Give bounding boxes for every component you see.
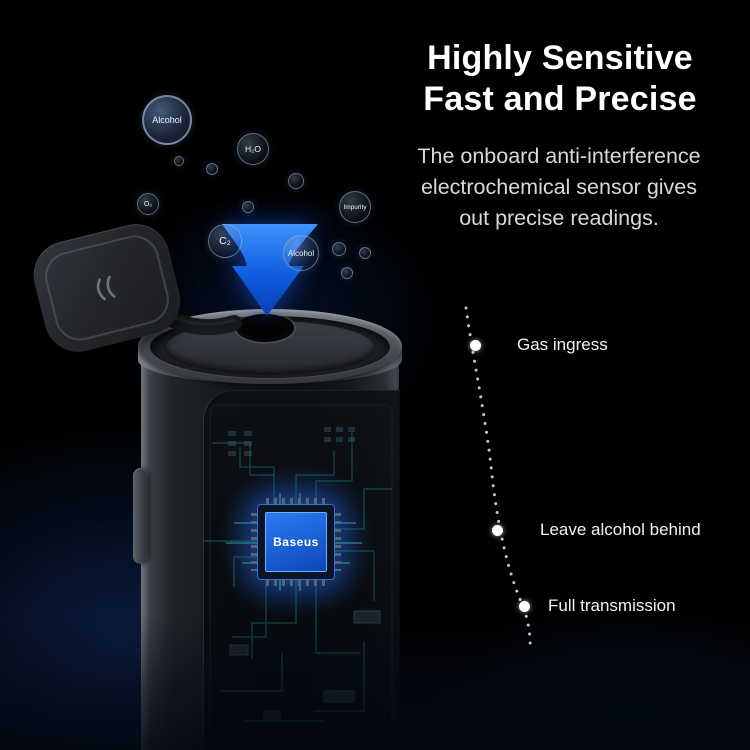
- title-line-2: Fast and Precise: [423, 79, 697, 118]
- page-subtitle: The onboard anti-interference electroche…: [372, 141, 746, 234]
- bubble-o2-label: O₂: [143, 200, 153, 208]
- annotation-dot-leave-alcohol: [492, 525, 503, 536]
- annotation-label-full-transmission: Full transmission: [548, 596, 676, 615]
- power-button: [133, 468, 148, 564]
- annotation-label-leave-alcohol: Leave alcohol behind: [540, 520, 701, 539]
- bubble: [206, 163, 218, 175]
- annotation-dot-full-transmission: [519, 601, 530, 612]
- gas-inlet-hole: [236, 314, 294, 342]
- bubble-h2o-label: H₂O: [244, 144, 262, 154]
- bubble: [332, 242, 346, 256]
- chip-face: Baseus: [265, 512, 327, 572]
- page-title: Highly Sensitive Fast and Precise: [375, 38, 745, 120]
- subtitle-line-1: The onboard anti-interference: [417, 144, 701, 168]
- bubble: [288, 173, 304, 189]
- sensor-chip: Baseus: [251, 498, 341, 586]
- chip-pins-left: [251, 513, 257, 571]
- bubble-c2: C₂: [208, 224, 242, 258]
- bubble: [242, 201, 254, 213]
- bubble-o2: O₂: [137, 193, 159, 215]
- bubble-impurity-label: Impurity: [343, 203, 367, 211]
- chip-pins-right: [335, 513, 341, 571]
- bubble-alcohol-small-label: Alcohol: [287, 248, 315, 258]
- bubble-alcohol-large: Alcohol: [142, 95, 192, 145]
- chip-brand-label: Baseus: [273, 535, 319, 549]
- flip-cap: [26, 216, 188, 360]
- annotation-label-gas-ingress: Gas ingress: [517, 335, 608, 354]
- subtitle-line-3: out precise readings.: [459, 205, 659, 230]
- bubble-alcohol-small: Alcohol: [283, 235, 319, 271]
- subtitle-line-2: electrochemical sensor gives: [420, 174, 698, 199]
- annotation-dotted-line: [464, 306, 532, 654]
- bubble-h2o: H₂O: [237, 133, 269, 165]
- title-line-1: Highly Sensitive: [427, 39, 693, 77]
- air-vent-icon: [96, 275, 116, 301]
- bubble-c2-label: C₂: [219, 235, 231, 247]
- annotation-dot-gas-ingress: [470, 340, 481, 351]
- bottom-fade: [0, 612, 750, 750]
- chip-pins-bottom: [266, 580, 326, 586]
- bubble: [359, 247, 371, 259]
- chip-pins-top: [266, 498, 326, 504]
- bubble-impurity: Impurity: [339, 191, 371, 223]
- bubble: [174, 156, 184, 166]
- bubble-alcohol-large-label: Alcohol: [152, 115, 182, 125]
- bubble: [341, 267, 353, 279]
